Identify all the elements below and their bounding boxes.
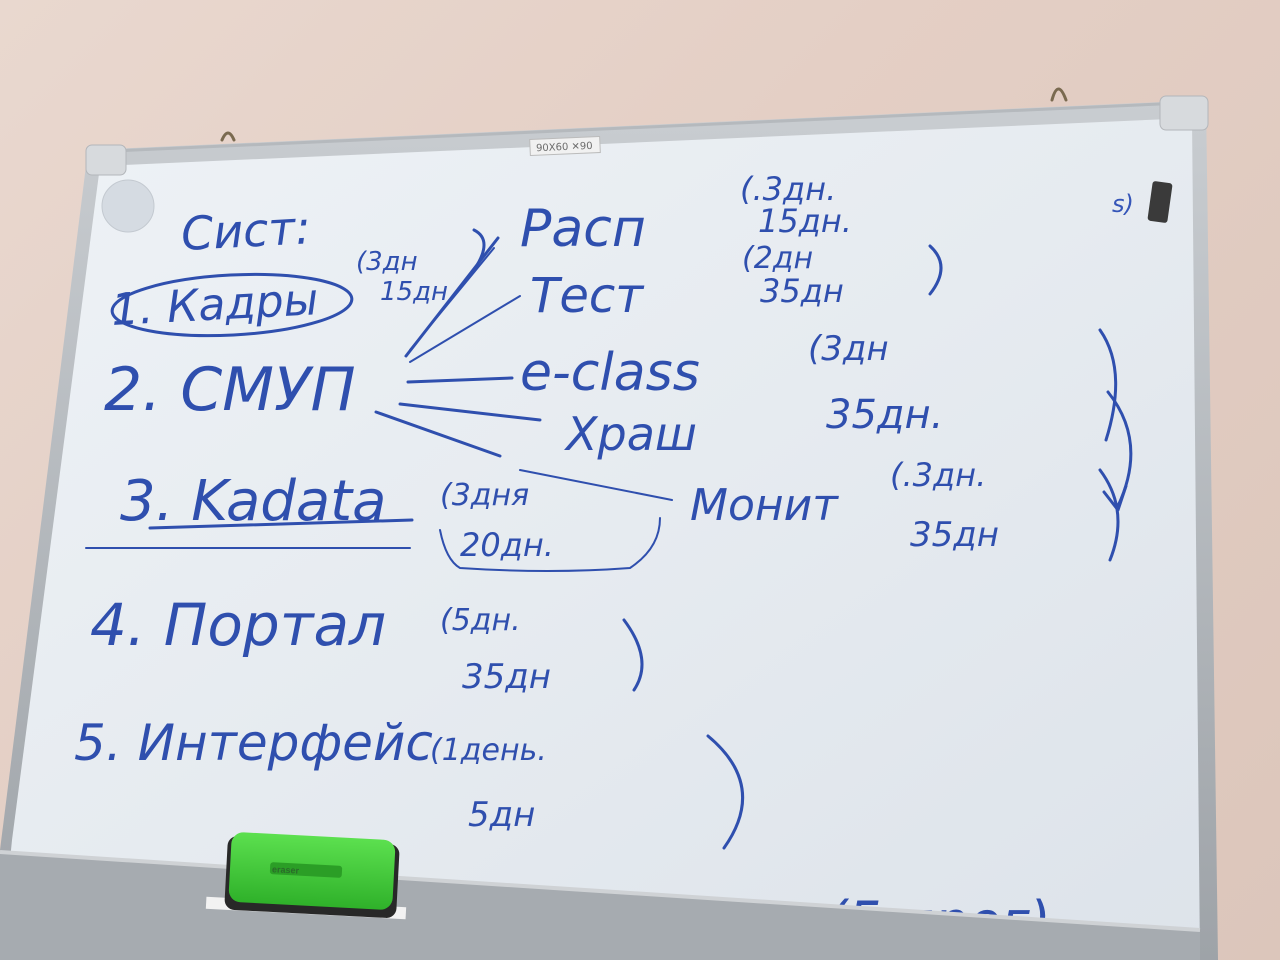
item-1-bottom: 15дн (380, 277, 448, 307)
item-2-label: 2. СМУП (104, 355, 356, 425)
branch-connectors (374, 236, 673, 501)
branch-5-top: (.3дн. (890, 456, 986, 494)
item-3-top: (3дня (440, 478, 529, 513)
svg-text:90X60 ✕90: 90X60 ✕90 (536, 141, 593, 154)
branch-3-bottom: 35дн. (826, 392, 943, 438)
branch-2-bottom: 35дн (760, 272, 844, 310)
item-5-top: (1день. (430, 733, 547, 768)
branch-5-bottom: 35дн (910, 515, 999, 555)
item-3-bottom: 20дн. (460, 526, 554, 564)
item-4-top: (5дн. (440, 603, 521, 638)
magnet (1147, 181, 1173, 223)
item-4-bottom: 35дн (462, 657, 551, 697)
branch-list: Расп (.3дн. 15дн. Тест (2дн 35дн e-class… (520, 170, 1133, 562)
branch-2-top: (2дн (742, 241, 813, 276)
svg-text:eraser: eraser (272, 864, 300, 875)
board-title: Сист: (180, 200, 312, 261)
item-5-label: 5. Интерфейс (74, 714, 433, 772)
item-1-top: (3дн (356, 247, 418, 277)
item-4-label: 4. Портал (90, 591, 386, 659)
board-surface (0, 118, 1200, 960)
branch-5-label: Монит (690, 480, 839, 531)
wall-hooks (220, 87, 1068, 142)
branch-4-label: Храш (564, 407, 697, 461)
item-1-label: 1. Кадры (110, 274, 320, 336)
item-list: 1. Кадры (3дн 15дн 2. СМУП 3. Kadata (3д… (74, 228, 745, 850)
size-label: 90X60 ✕90 (529, 135, 601, 157)
branch-3-label: e-class (520, 343, 700, 403)
branch-2-label: Тест (530, 268, 645, 324)
magnet-mark (101, 179, 155, 233)
svg-text:s): s) (1112, 190, 1134, 218)
branch-1-bottom: 15дн. (758, 202, 852, 240)
branch-1-label: Расп (520, 199, 646, 259)
branch-1-top: (.3дн. (740, 170, 836, 208)
eraser[interactable]: eraser (224, 832, 400, 919)
branch-3-top: (3дн (808, 329, 889, 369)
item-5-bottom: 5дн (468, 795, 535, 835)
